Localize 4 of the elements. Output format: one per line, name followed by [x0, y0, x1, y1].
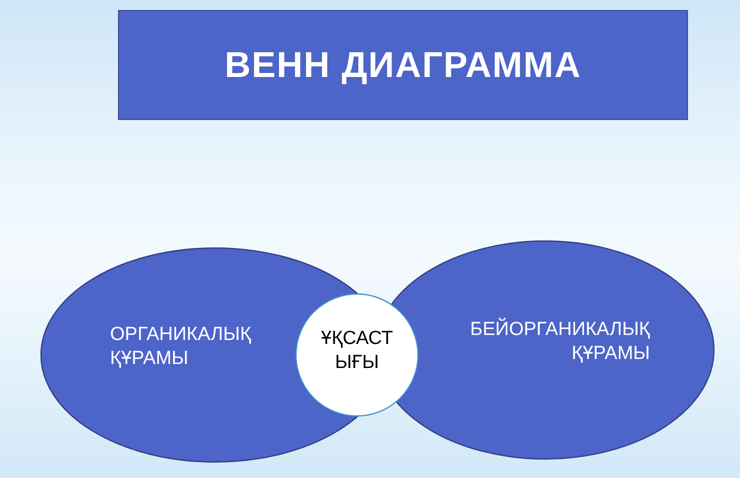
node-label: БЕЙОРГАНИКАЛЫҚ ҚҰРАМЫ	[469, 318, 650, 366]
node-label: ОРГАНИКАЛЫҚ ҚҰРАМЫ	[110, 323, 252, 371]
node-label: ҰҚСАСТЫҒЫ	[320, 327, 394, 375]
title-banner: ВЕНН ДИАГРАММА	[118, 10, 688, 120]
